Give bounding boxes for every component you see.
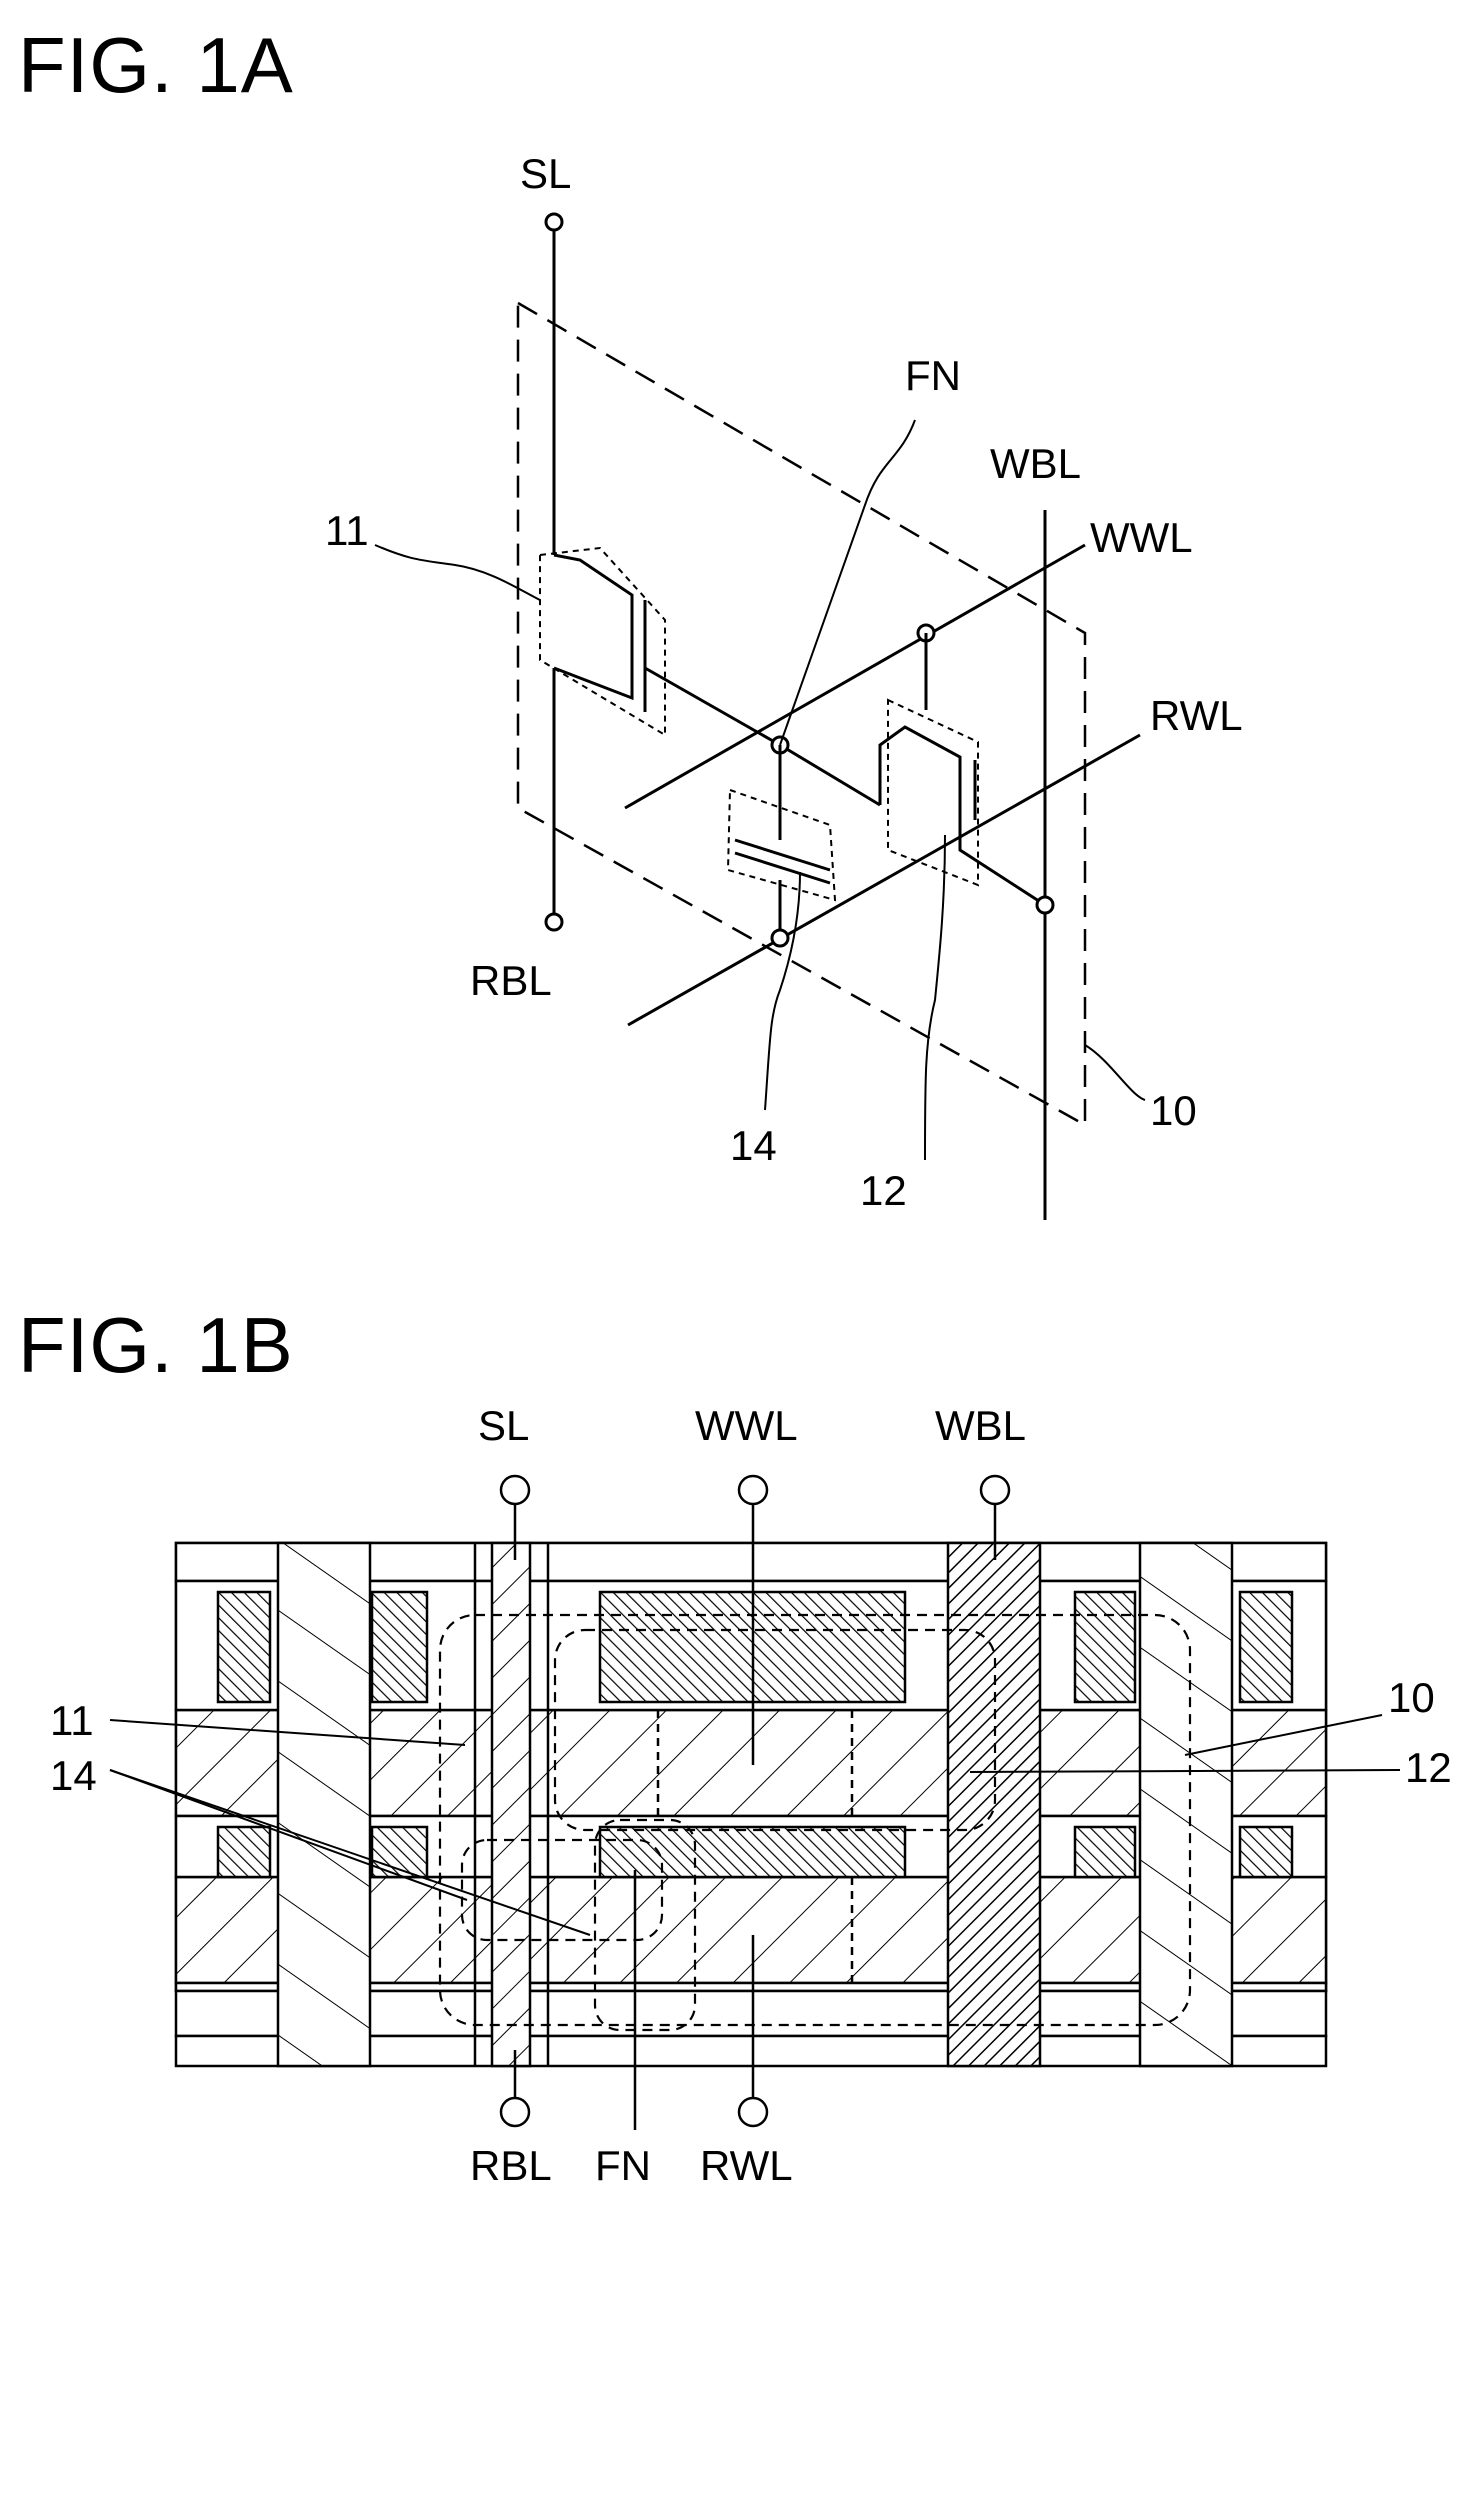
- label-b-14: 14: [50, 1752, 97, 1799]
- fn-leader: [780, 420, 915, 745]
- rwl-node: [772, 930, 788, 946]
- label-b-rwl: RWL: [700, 2142, 793, 2189]
- label-a-10: 10: [1150, 1087, 1197, 1134]
- ref-12-leader: [925, 835, 945, 1160]
- label-a-12: 12: [860, 1167, 907, 1214]
- rbl-terminal: [546, 914, 562, 930]
- sl-terminal: [546, 214, 562, 230]
- label-a-wwl: WWL: [1090, 514, 1193, 561]
- label-a-fn: FN: [905, 352, 961, 399]
- label-a-rbl: RBL: [470, 957, 552, 1004]
- wbl-wire: [948, 1543, 1040, 2066]
- figure-1b: [110, 1476, 1400, 2130]
- label-b-10: 10: [1388, 1674, 1435, 1721]
- wwl-line: [625, 545, 1085, 808]
- label-b-fn: FN: [595, 2142, 651, 2189]
- figure-1a: [375, 214, 1145, 1220]
- ref-10-leader: [1085, 1045, 1145, 1100]
- label-a-wbl: WBL: [990, 440, 1081, 487]
- label-b-wwl: WWL: [695, 1402, 798, 1449]
- memory-cell-boundary-10: [518, 303, 1085, 1125]
- rwl-line: [628, 735, 1140, 1025]
- ref-11-leader: [375, 545, 540, 600]
- label-b-rbl: RBL: [470, 2142, 552, 2189]
- label-b-wbl: WBL: [935, 1402, 1026, 1449]
- label-b-12: 12: [1405, 1744, 1452, 1791]
- label-a-14: 14: [730, 1122, 777, 1169]
- label-b-11: 11: [50, 1697, 94, 1744]
- sl-wire: [492, 1543, 530, 2066]
- label-a-11: 11: [325, 507, 369, 554]
- figure-1a-labels: SL FN WBL WWL RWL RBL 11 14 12 10: [325, 150, 1243, 1214]
- ref-14-leader: [765, 872, 800, 1110]
- label-a-sl: SL: [520, 150, 571, 197]
- wbl-node: [1037, 897, 1053, 913]
- label-a-rwl: RWL: [1150, 692, 1243, 739]
- stripe-right: [1140, 1543, 1232, 2066]
- stripe-left: [278, 1543, 370, 2066]
- label-b-sl: SL: [478, 1402, 529, 1449]
- transistor-12: [880, 727, 1045, 905]
